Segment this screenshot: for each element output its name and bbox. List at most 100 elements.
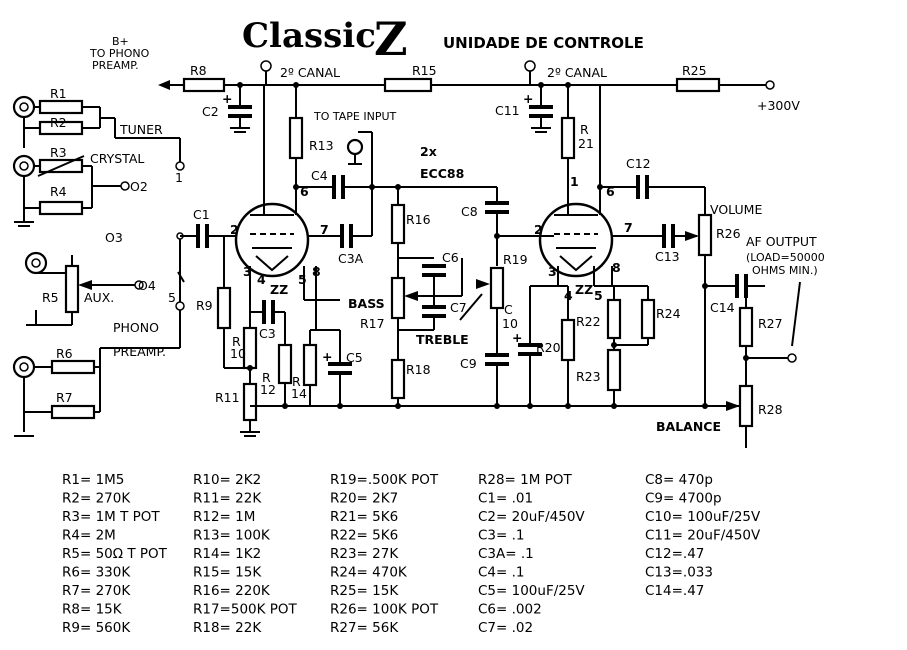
parts-list-entry: C13=.033 bbox=[645, 565, 713, 581]
tube1-heater: ZZ bbox=[270, 282, 288, 297]
treble-label: TREBLE bbox=[416, 332, 469, 347]
svg-text:+: + bbox=[523, 91, 533, 106]
r14-label-b: 14 bbox=[291, 386, 307, 401]
title-z-logo: Z bbox=[374, 12, 408, 66]
r5-label: R5 bbox=[42, 290, 59, 305]
parts-list-entry: C1= .01 bbox=[478, 491, 533, 507]
tube1-pin-3: 3 bbox=[243, 264, 252, 279]
r21-label-a: R bbox=[580, 122, 589, 137]
tube1-pin-6: 6 bbox=[300, 184, 309, 199]
tube2-pin-1: 1 bbox=[570, 174, 579, 189]
parts-list-entry: C11= 20uF/450V bbox=[645, 528, 761, 544]
c2-capacitor: + bbox=[222, 85, 252, 133]
switch-pos-1: 1 bbox=[175, 170, 183, 185]
tube-2 bbox=[538, 85, 614, 278]
r18-label: R18 bbox=[406, 362, 431, 377]
r25-label: R25 bbox=[682, 63, 707, 78]
r13-resistor bbox=[288, 85, 332, 200]
r10-label-b: 10 bbox=[230, 346, 246, 361]
parts-list-entry: C12=.47 bbox=[645, 546, 704, 562]
tube-count-label: 2x bbox=[420, 144, 437, 159]
c10-label-b: 10 bbox=[502, 316, 518, 331]
r12-label-b: 12 bbox=[260, 382, 276, 397]
r21-resistor bbox=[560, 85, 576, 160]
tube2-pin-6: 6 bbox=[606, 184, 615, 199]
r24-label: R24 bbox=[656, 306, 681, 321]
r10-label-a: R bbox=[232, 334, 241, 349]
parts-list-entry: R2= 270K bbox=[62, 491, 131, 507]
tube2-heater: ZZ bbox=[575, 282, 593, 297]
r3-label: R3 bbox=[50, 145, 67, 160]
parts-list-entry: R14= 1K2 bbox=[193, 546, 261, 562]
tube2-pin-7: 7 bbox=[624, 220, 633, 235]
canal-2-label: 2º CANAL bbox=[547, 65, 607, 80]
canal-1-label: 2º CANAL bbox=[280, 65, 340, 80]
tuner-label: TUNER bbox=[119, 122, 163, 137]
aux-label: AUX. bbox=[84, 290, 114, 305]
parts-list-entry: C5= 100uF/25V bbox=[478, 583, 585, 599]
parts-list-entry: R11= 22K bbox=[193, 491, 262, 507]
parts-list-entry: R6= 330K bbox=[62, 565, 131, 581]
c3a-capacitor bbox=[308, 187, 373, 248]
switch-pos-4: O4 bbox=[138, 278, 156, 293]
parts-list-entry: R16= 220K bbox=[193, 583, 271, 599]
r1-label: R1 bbox=[50, 86, 67, 101]
r13-label: R13 bbox=[309, 138, 334, 153]
r21-label-b: 21 bbox=[578, 136, 594, 151]
volume-pot bbox=[697, 187, 713, 406]
r12-label-a: R bbox=[262, 370, 271, 385]
c3-label: C3 bbox=[259, 326, 276, 341]
c11-label: C11 bbox=[495, 103, 520, 118]
parts-list-entry: C3= .1 bbox=[478, 528, 525, 544]
to-tape-label: TO TAPE INPUT bbox=[313, 110, 397, 123]
preamp-top-label: PREAMP. bbox=[92, 59, 139, 72]
parts-list-entry: C7= .02 bbox=[478, 620, 533, 636]
crystal-label: CRYSTAL bbox=[90, 151, 144, 166]
c11-capacitor: + bbox=[523, 85, 553, 133]
b-plus-rail bbox=[158, 60, 775, 93]
tube2-pin-2: 2 bbox=[534, 222, 543, 237]
parts-list-entry: R23= 27K bbox=[330, 546, 399, 562]
tube1-pin-2: 2 bbox=[230, 222, 239, 237]
r19-label: R19 bbox=[503, 252, 528, 267]
parts-list-entry: C8= 470p bbox=[645, 472, 713, 488]
cathode-network-1: + bbox=[216, 236, 352, 437]
parts-list-entry: C4= .1 bbox=[478, 565, 525, 581]
r16-label: R16 bbox=[406, 212, 431, 227]
tube1-pin-4: 4 bbox=[257, 272, 266, 287]
c4-capacitor bbox=[332, 131, 398, 199]
c5-label: C5 bbox=[346, 350, 363, 365]
b-plus-label: B+ bbox=[112, 35, 129, 48]
ohms-label: OHMS MIN.) bbox=[752, 264, 818, 277]
c8-label: C8 bbox=[461, 204, 478, 219]
r2-label: R2 bbox=[50, 115, 67, 130]
c1-capacitor bbox=[180, 224, 246, 248]
parts-list-entry: R19=.500K POT bbox=[330, 472, 439, 488]
parts-list-entry: R17=500K POT bbox=[193, 602, 298, 618]
r22-label: R22 bbox=[576, 314, 601, 329]
af-output-label: AF OUTPUT bbox=[746, 234, 817, 249]
parts-list-entry: R4= 2M bbox=[62, 528, 116, 544]
r4-label: R4 bbox=[50, 184, 67, 199]
preamp-label: PREAMP. bbox=[113, 344, 166, 359]
parts-list-entry: C2= 20uF/450V bbox=[478, 509, 585, 525]
tube2-pin-8: 8 bbox=[612, 260, 621, 275]
r9-label: R9 bbox=[196, 298, 213, 313]
c3a-label: C3A bbox=[338, 251, 364, 266]
phono-label: PHONO bbox=[113, 320, 159, 335]
tube-type-label: ECC88 bbox=[420, 166, 464, 181]
parts-list-entry: R13= 100K bbox=[193, 528, 271, 544]
to-phono-label: TO PHONO bbox=[89, 47, 150, 60]
r7-label: R7 bbox=[56, 390, 73, 405]
switch-pos-3: O3 bbox=[105, 230, 123, 245]
tube1-pin-7: 7 bbox=[320, 222, 329, 237]
tone-network bbox=[390, 184, 540, 406]
parts-list-entry: R9= 560K bbox=[62, 620, 131, 636]
c7-label: C7 bbox=[450, 300, 467, 315]
parts-list-entry: R26= 100K POT bbox=[330, 602, 439, 618]
tube-1 bbox=[234, 85, 310, 278]
c4-label: C4 bbox=[311, 168, 328, 183]
parts-list-entry: R3= 1M T POT bbox=[62, 509, 160, 525]
